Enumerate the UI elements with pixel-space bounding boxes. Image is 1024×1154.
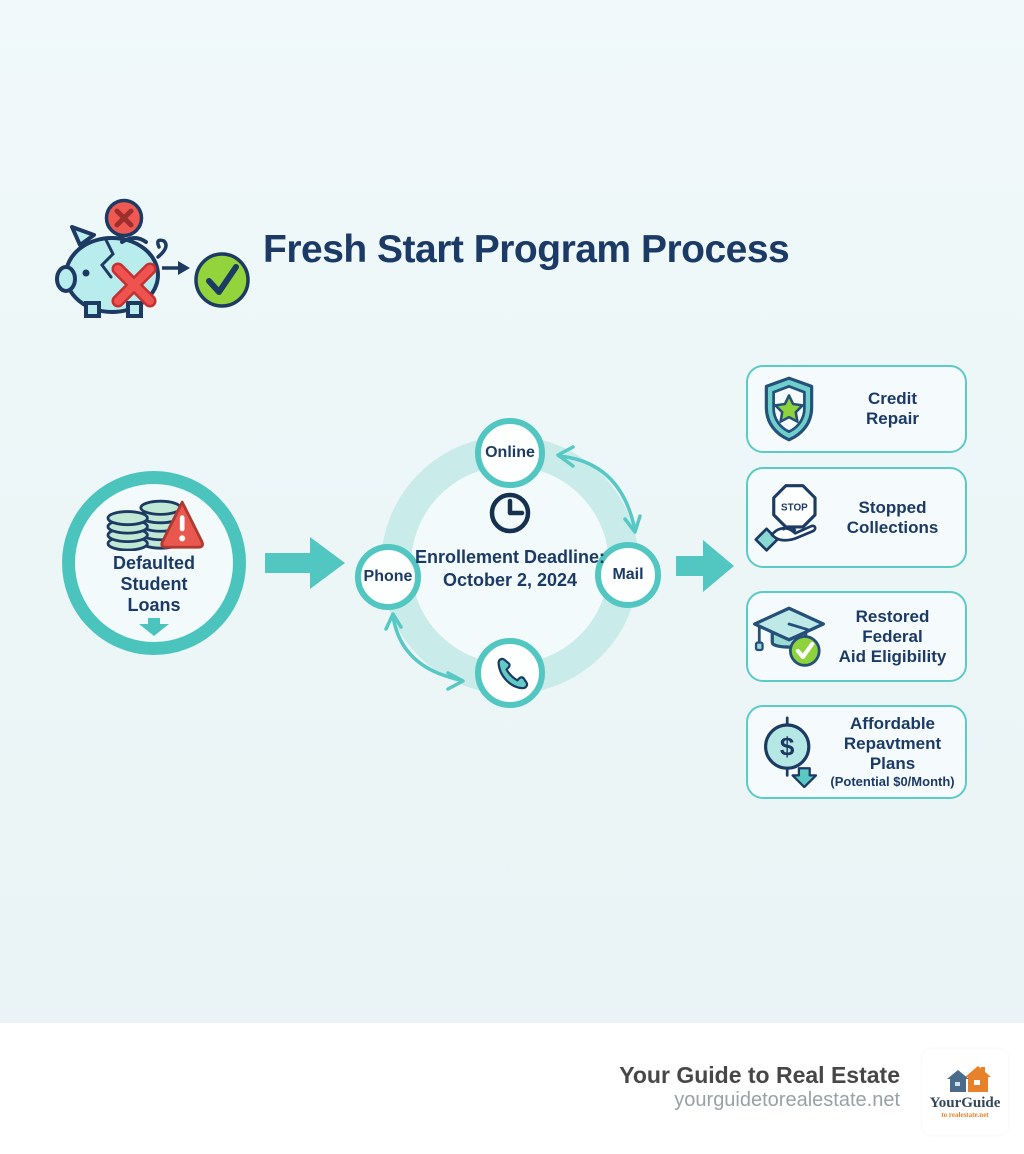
card-affordable-plans: $ Affordable Repavtment Plans (Potential… (746, 705, 967, 799)
cycle-arrow-top-icon (556, 445, 642, 534)
svg-text:$: $ (780, 732, 795, 762)
stop-hand-icon: STOP (754, 483, 817, 552)
warning-triangle-icon (160, 500, 204, 549)
card-affordable-plans-subline: (Potential $0/Month) (830, 774, 955, 789)
card-restored-aid: Restored Federal Aid Eligibility (746, 591, 967, 682)
card-stopped-collections: STOP Stopped Collections (746, 467, 967, 568)
flow-arrow-right-icon (676, 540, 734, 592)
channel-phone-node: Phone (355, 544, 421, 610)
card-stopped-collections-label: Stopped Collections (846, 497, 939, 537)
cycle-arrow-bottom-icon (384, 612, 465, 691)
start-node-label: Defaulted Student Loans (112, 553, 195, 615)
transition-arrow-icon (162, 261, 190, 275)
page-title: Fresh Start Program Process (263, 228, 790, 271)
phone-handset-icon (497, 657, 529, 690)
graduation-cap-check-icon (753, 606, 825, 667)
coins-warning-icon (106, 499, 204, 551)
card-affordable-plans-label: Affordable Repavtment Plans (Potential $… (830, 714, 955, 789)
footer-brand-block: Your Guide to Real Estate yourguidetorea… (380, 1062, 900, 1112)
shield-star-icon (764, 376, 814, 442)
logo-houses-icon (947, 1065, 991, 1092)
logo-name: YourGuide (929, 1094, 1001, 1111)
logo-tagline: to realestate.net (941, 1110, 989, 1119)
channel-mail-node: Mail (595, 542, 661, 608)
phone-label: Phone (363, 568, 413, 585)
channel-call-node (475, 638, 545, 708)
mail-label: Mail (612, 566, 644, 583)
red-x-badge-icon (104, 198, 144, 238)
card-credit-repair: Credit Repair (746, 365, 967, 453)
broken-piggy-bank-to-check-icon (55, 198, 250, 318)
card-restored-aid-label: Restored Federal Aid Eligibility (838, 606, 947, 666)
enrollment-deadline: Enrollement Deadline: October 2, 2024 (414, 547, 606, 590)
footer-logo: YourGuide to realestate.net (922, 1049, 1008, 1135)
defaulted-loans-node: Defaulted Student Loans (62, 471, 246, 655)
clock-icon (489, 492, 531, 534)
green-check-icon (194, 252, 250, 308)
card-credit-repair-label: Credit Repair (866, 389, 919, 428)
channel-online-node: Online (475, 418, 545, 488)
dollar-decrease-icon: $ (764, 716, 818, 788)
flow-arrow-left-icon (265, 537, 345, 589)
footer-brand-name: Your Guide to Real Estate (619, 1062, 900, 1088)
svg-text:STOP: STOP (781, 502, 808, 513)
online-label: Online (485, 444, 535, 461)
red-x-mark (111, 262, 157, 308)
footer-url[interactable]: yourguidetorealestate.net (674, 1089, 900, 1111)
down-arrow-icon (139, 618, 169, 636)
